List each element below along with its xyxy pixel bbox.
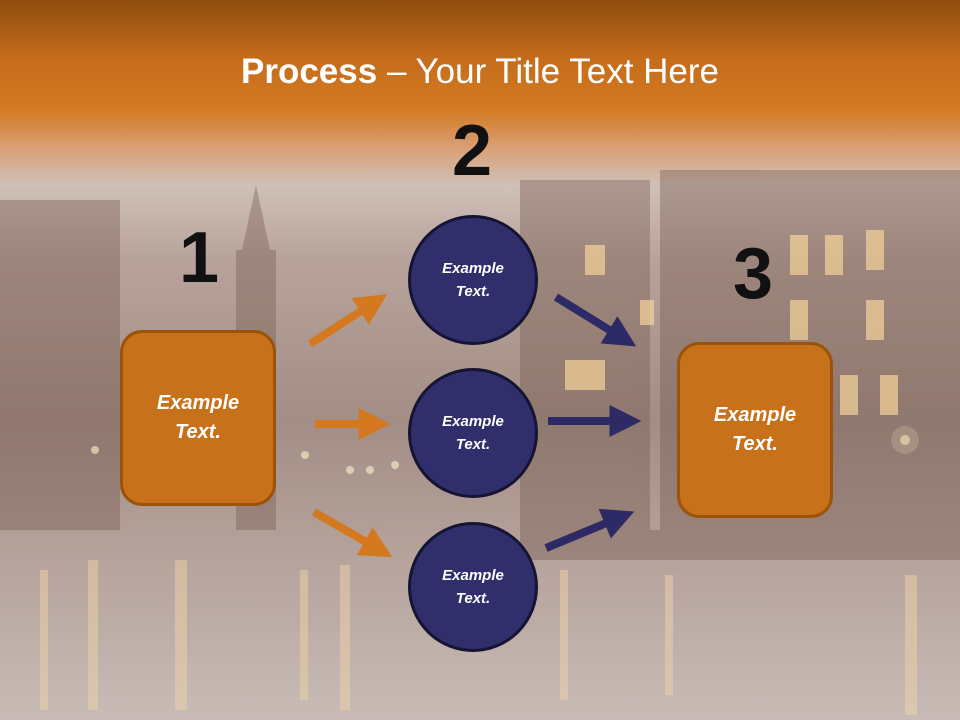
step1-line1: Example [156,392,240,414]
circle-top-line2: Text. [455,283,491,300]
step3-line1: Example [713,404,797,426]
title-rest: – Your Title Text Here [377,52,719,91]
circle-top-line1: Example [442,260,504,277]
step-number-2: 2 [451,111,493,191]
title-bold: Process [241,52,378,91]
step-number-1: 1 [178,218,220,298]
step1-line2: Text. [175,421,221,443]
slide-title: Process – Your Title Text Here [0,52,960,92]
circle-bottom-line2: Text. [455,590,491,607]
circle-middle-line1: Example [442,413,504,430]
circle-middle-line2: Text. [455,436,491,453]
circle-bottom-line1: Example [442,567,504,584]
step-number-3: 3 [732,234,774,314]
step3-line2: Text. [732,433,778,455]
